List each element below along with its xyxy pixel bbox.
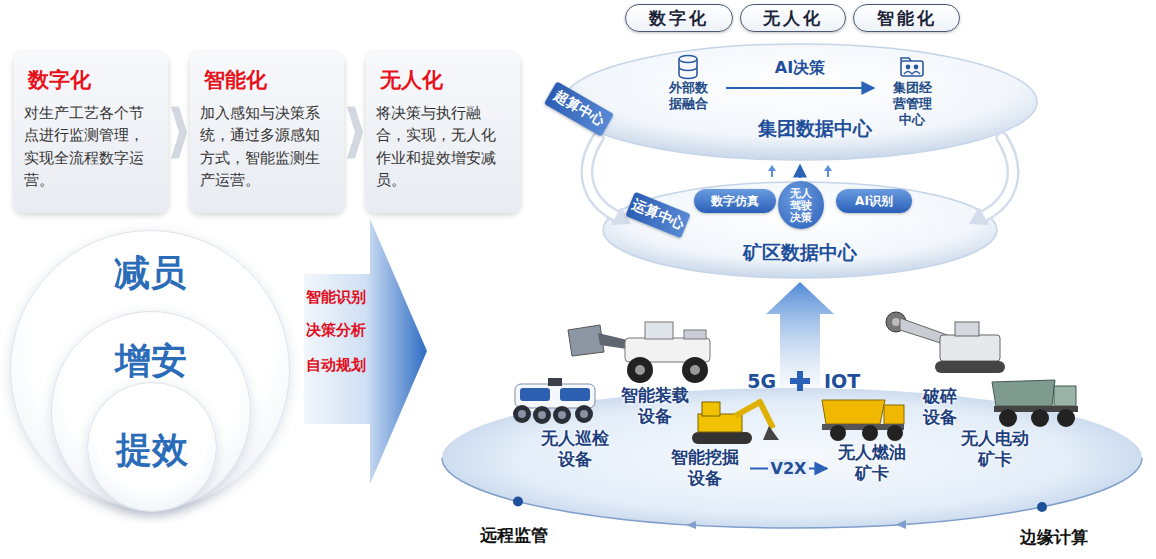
stage-card: 无人化将决策与执行融合，实现，无人化作业和提效增安减员。 — [366, 52, 520, 213]
card-title: 无人化 — [380, 66, 510, 94]
card-title: 数字化 — [28, 66, 158, 94]
benefit-circle: 提效 — [87, 382, 217, 512]
flow-connector — [726, 87, 874, 89]
center-title: 集团数据中心 — [590, 116, 1040, 142]
electric-truck — [992, 380, 1078, 427]
oval-chip: 数字仿真 — [694, 189, 776, 213]
device-label: 无人电动矿卡 — [950, 428, 1040, 476]
benefit-text: 增安 — [52, 337, 250, 386]
ring-label: 边缘计算 — [1020, 526, 1088, 549]
database-icon — [676, 54, 700, 80]
upload-arrows — [768, 165, 832, 177]
chevron-connector — [347, 107, 363, 159]
benefit-circle: 减员增安提效 — [10, 230, 290, 510]
pill-text: 数字化 — [649, 7, 709, 30]
crusher — [886, 312, 1005, 373]
benefit-text: 减员 — [11, 249, 289, 298]
stage-card: 数字化对生产工艺各个节点进行监测管理，实现全流程数字运营。 — [14, 52, 168, 213]
round-chip: 无人驾驶决策 — [778, 181, 824, 229]
tab-pill: 数字化 — [625, 4, 733, 32]
fuel-truck — [822, 400, 904, 441]
tab-pill: 智能化 — [853, 4, 960, 32]
device-text: 破碎设备 — [922, 386, 958, 429]
benefit-text: 提效 — [88, 426, 216, 475]
arrow-text: 自动规划 — [306, 356, 366, 375]
benefit-circle: 增安提效 — [51, 311, 251, 511]
device-label: 智能装载设备 — [610, 385, 700, 433]
icon-node: 集团经营管理中心 — [874, 52, 950, 132]
chip-text: AI识别 — [855, 193, 893, 210]
patrol-robot — [513, 378, 595, 424]
center-title: 矿区数据中心 — [600, 240, 1000, 266]
card-body: 将决策与执行融合，实现，无人化作业和提效增安减员。 — [376, 102, 510, 192]
arrow-text: 智能识别 — [306, 288, 366, 307]
network-label: 5G — [747, 370, 776, 392]
device-text: 无人巡检设备 — [539, 428, 611, 471]
oval-chip: AI识别 — [836, 189, 912, 213]
device-label: 智能挖掘设备 — [660, 447, 750, 495]
device-label: 无人燃油矿卡 — [827, 442, 917, 490]
pill-text: 智能化 — [877, 7, 937, 30]
arrow-text: 决策分析 — [306, 321, 366, 340]
device-text: 智能挖掘设备 — [669, 447, 741, 490]
loader — [568, 322, 710, 383]
device-text: 智能装载设备 — [619, 385, 691, 428]
arrow-shape — [300, 214, 428, 489]
device-label: 破碎设备 — [918, 386, 962, 434]
tab-pill: 无人化 — [740, 4, 846, 32]
chevron-connector — [171, 107, 187, 159]
icon-node: 外部数据融合 — [650, 52, 726, 124]
ring-label: 远程监管 — [480, 524, 548, 547]
device-text: 无人燃油矿卡 — [836, 442, 908, 485]
card-body: 加入感知与决策系统，通过多源感知方式，智能监测生产运营。 — [200, 102, 334, 192]
chip-text: 无人驾驶决策 — [790, 187, 812, 223]
device-text: 无人电动矿卡 — [959, 428, 1031, 471]
pill-text: 无人化 — [763, 7, 823, 30]
edge-label: AI决策 — [772, 58, 828, 79]
icon-label: 外部数据融合 — [667, 80, 709, 112]
edge-label: V2X — [768, 459, 810, 478]
icon-label: 集团经营管理中心 — [891, 80, 933, 128]
flow-connector — [799, 165, 801, 178]
management-icon — [899, 54, 925, 78]
card-body: 对生产工艺各个节点进行监测管理，实现全流程数字运营。 — [24, 102, 158, 192]
device-label: 无人巡检设备 — [530, 428, 620, 476]
network-label: IOT — [824, 370, 860, 392]
flow-arrow: 智能识别决策分析自动规划 — [300, 214, 428, 489]
stage-card: 智能化加入感知与决策系统，通过多源感知方式，智能监测生产运营。 — [190, 52, 344, 213]
card-title: 智能化 — [204, 66, 334, 94]
chip-text: 数字仿真 — [711, 193, 759, 210]
